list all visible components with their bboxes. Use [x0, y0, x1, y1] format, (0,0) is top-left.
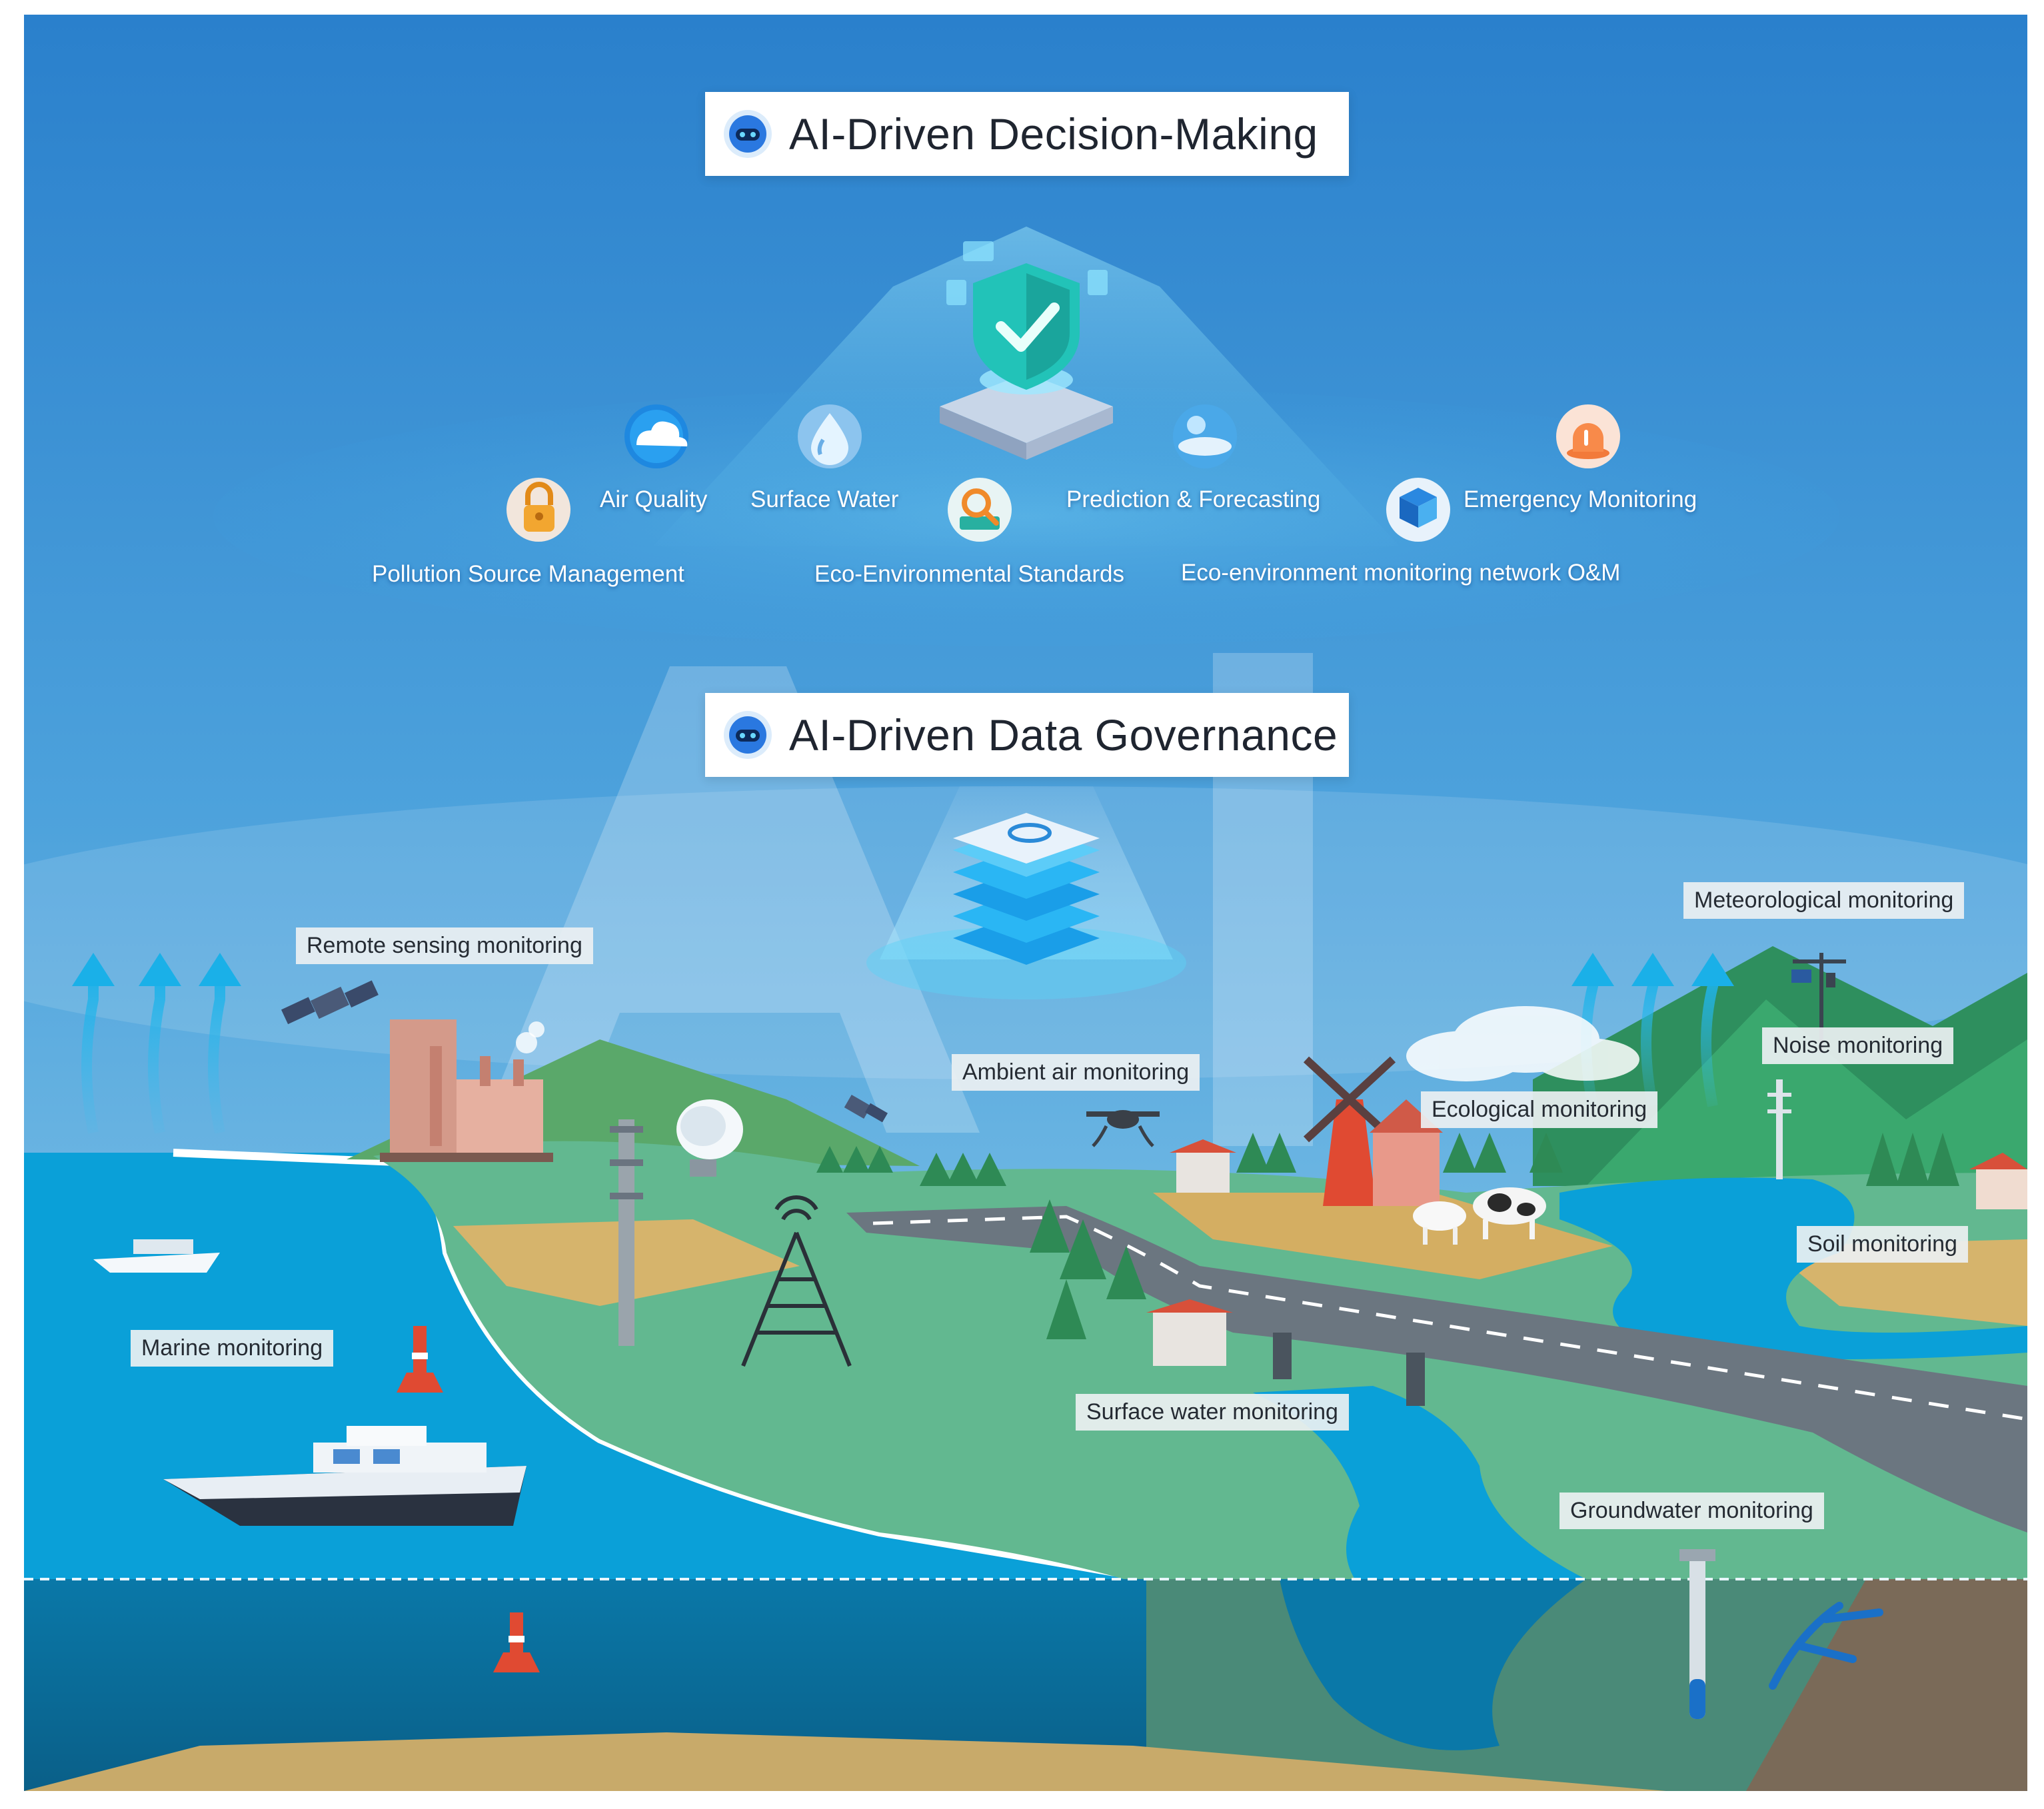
alarm-icon — [1556, 404, 1620, 468]
ship-icon — [163, 1426, 526, 1526]
magnifier-book-icon — [948, 478, 1012, 542]
sand-bed — [24, 1732, 1666, 1791]
antenna-mast — [610, 1119, 643, 1346]
bridge-pillar — [1273, 1333, 1292, 1379]
label-noise: Noise monitoring — [1762, 1027, 1954, 1064]
label-meteorological: Meteorological monitoring — [1683, 882, 1965, 919]
radar-dish-icon — [676, 1099, 743, 1177]
river-right — [1559, 1177, 2027, 1359]
cow-icon — [1473, 1187, 1546, 1239]
small-boat-icon — [93, 1239, 220, 1273]
bridge-pillar — [1406, 1353, 1425, 1406]
module-emergency: Emergency Monitoring — [1464, 486, 1697, 512]
house-icon — [1146, 1299, 1233, 1366]
cloud — [1406, 1006, 1639, 1081]
label-ambient-air: Ambient air monitoring — [952, 1054, 1200, 1091]
road-markings — [872, 1215, 2028, 1421]
padlock-icon — [507, 478, 570, 542]
transmission-tower — [741, 1195, 852, 1367]
governance-title-box: AI-Driven Data Governance — [705, 693, 1349, 777]
underground-soil — [1746, 1579, 2027, 1791]
governance-title: AI-Driven Data Governance — [789, 710, 1338, 760]
noise-sensor-pole — [1767, 1079, 1791, 1179]
satellite-small-icon — [844, 1094, 888, 1123]
rising-arrows-left — [72, 953, 241, 1134]
label-remote-sensing: Remote sensing monitoring — [296, 927, 593, 964]
cubes-icon — [1386, 478, 1450, 542]
server-stack-icon — [953, 813, 1100, 965]
groundwater-veins — [1769, 1602, 1883, 1690]
buoy-icon — [397, 1326, 443, 1393]
factory-icon — [380, 1019, 553, 1162]
robot-icon — [724, 711, 772, 759]
shield-platform-icon — [940, 241, 1113, 460]
underground-river — [1280, 1579, 1586, 1750]
satellite-icon — [281, 980, 379, 1025]
goat-icon — [1413, 1201, 1466, 1245]
house-icon — [1969, 1153, 2027, 1209]
weather-station-icon — [1791, 953, 1846, 1053]
decision-title: AI-Driven Decision-Making — [789, 109, 1318, 159]
module-air-quality: Air Quality — [600, 486, 708, 512]
cloud-hand-icon — [624, 404, 688, 468]
label-marine: Marine monitoring — [131, 1330, 334, 1367]
drone-icon — [1086, 1110, 1160, 1147]
module-surface-water: Surface Water — [750, 486, 899, 512]
label-soil: Soil monitoring — [1797, 1226, 1968, 1263]
label-surface-water: Surface water monitoring — [1076, 1394, 1349, 1431]
buoy-icon — [493, 1612, 540, 1672]
module-network-om: Eco-environment monitoring network O&M — [1181, 560, 1621, 586]
house-icon — [1170, 1139, 1236, 1193]
groundwater-well — [1689, 1552, 1705, 1719]
label-ecological: Ecological monitoring — [1421, 1091, 1658, 1128]
weather-globe-icon — [1173, 404, 1237, 468]
module-pollution-source: Pollution Source Management — [372, 561, 684, 587]
robot-icon — [724, 110, 772, 158]
decision-title-box: AI-Driven Decision-Making — [705, 92, 1349, 176]
trees — [816, 1133, 1959, 1339]
label-groundwater: Groundwater monitoring — [1559, 1493, 1824, 1529]
water-drop-icon — [798, 404, 862, 468]
river-center — [1253, 1386, 1599, 1586]
windmill-icon — [1303, 1056, 1443, 1206]
module-prediction: Prediction & Forecasting — [1066, 486, 1321, 512]
module-eco-standards: Eco-Environmental Standards — [814, 561, 1124, 587]
